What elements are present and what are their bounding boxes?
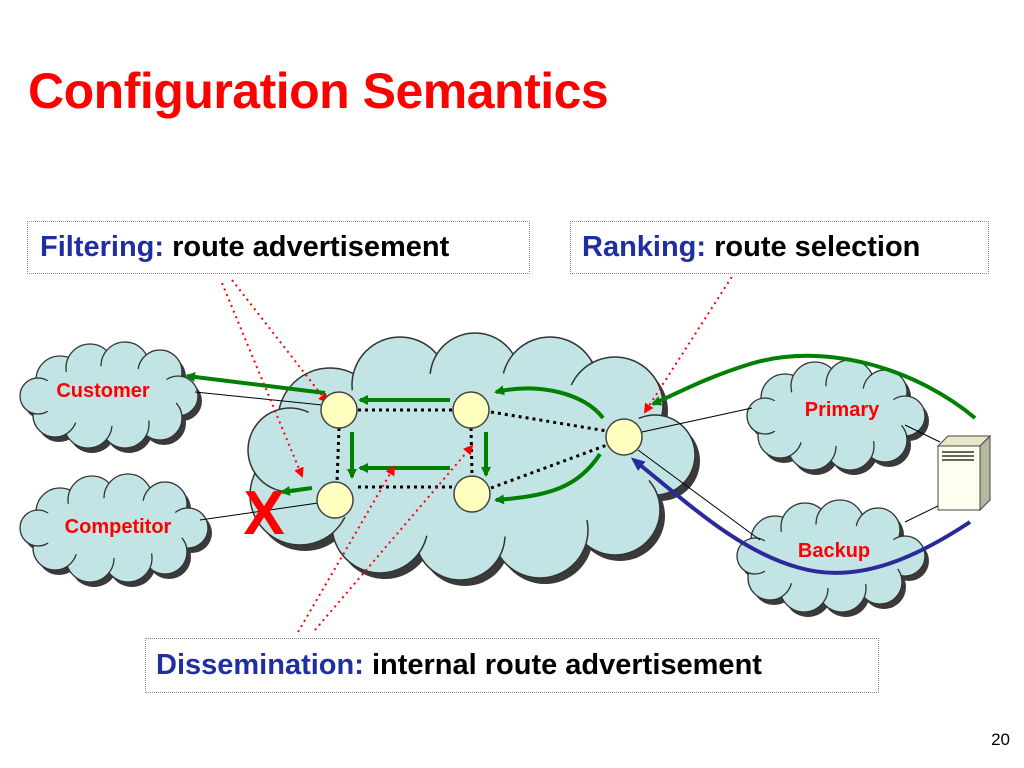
blocked-route-mark: X (243, 479, 284, 548)
ranking-keyword: Ranking: (582, 231, 707, 263)
link-backup-server (904, 504, 941, 523)
router-bottom-left (316, 481, 354, 519)
customer-cloud (19, 341, 202, 453)
link-competitor (199, 502, 319, 521)
advertisement-arrows (185, 353, 977, 505)
pointer-ranking (643, 271, 736, 414)
routers (316, 391, 643, 519)
page-number: 20 (991, 730, 1010, 749)
pointer-dissemination-left (297, 465, 396, 633)
ranking-label-box: Ranking: route selection (570, 221, 989, 274)
backbone-cloud (247, 332, 700, 586)
backup-label: Backup (798, 540, 870, 562)
link-primary-server (904, 424, 941, 443)
dissemination-description: internal route advertisement (371, 649, 762, 681)
pointer-filtering-competitor (221, 282, 304, 478)
router-top-left (320, 391, 358, 429)
arrow-from-egress-bottom (494, 452, 602, 505)
link-backup (637, 449, 761, 541)
competitor-label: Competitor (65, 516, 172, 538)
dissemination-label-box: Dissemination: internal route advertisem… (145, 638, 879, 693)
arrow-from-egress-top (494, 385, 605, 420)
ranking-description: route selection (714, 231, 921, 263)
pointer-dissemination-right (314, 444, 474, 631)
slide-title: Configuration Semantics (28, 63, 609, 119)
server-icon (936, 434, 992, 512)
link-customer (194, 391, 323, 406)
arrow-from-primary (651, 353, 977, 420)
competitor-cloud (19, 473, 212, 587)
primary-label: Primary (805, 399, 880, 421)
filtering-keyword: Filtering: (40, 231, 165, 263)
concept-pointers (221, 271, 736, 633)
peering-links (194, 391, 941, 541)
customer-label: Customer (56, 380, 150, 402)
arrow-to-customer (185, 372, 326, 395)
dissemination-keyword: Dissemination: (156, 649, 364, 681)
pointer-filtering-customer (231, 279, 329, 404)
filtering-description: route advertisement (172, 231, 450, 263)
filtering-label-box: Filtering: route advertisement (27, 221, 530, 274)
router-top-right (452, 391, 490, 429)
primary-cloud (746, 359, 929, 475)
router-bottom-right (453, 475, 491, 513)
arrow-to-competitor (280, 485, 313, 496)
router-egress (605, 418, 643, 456)
backup-route-arrow (630, 457, 972, 575)
link-primary (641, 407, 753, 433)
